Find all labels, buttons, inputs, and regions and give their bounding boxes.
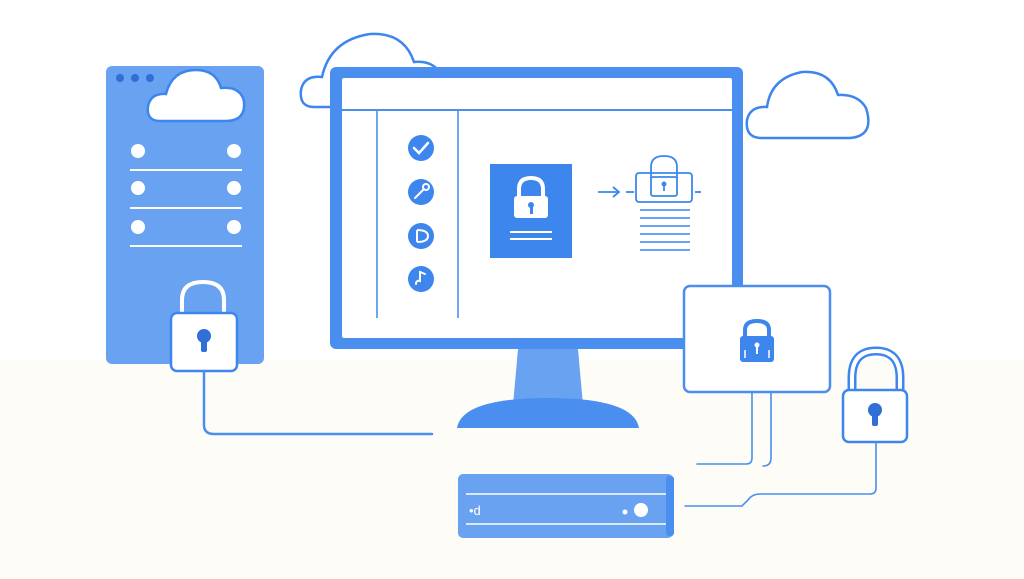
cloud-icon (745, 70, 870, 140)
cable (684, 441, 877, 507)
device-power-button (634, 503, 648, 517)
server-led (131, 74, 139, 82)
monitor-base (457, 398, 639, 428)
key-icon (408, 179, 434, 205)
refresh-icon (408, 223, 434, 249)
cable (696, 391, 753, 465)
server-tower (106, 66, 264, 364)
server-led (116, 74, 124, 82)
monitor-neck (513, 349, 583, 405)
note-icon (408, 266, 434, 292)
cable (202, 369, 434, 436)
server-led (146, 74, 154, 82)
device-led (622, 509, 628, 515)
network-device: •d (458, 474, 674, 538)
cloud-icon (146, 68, 246, 123)
encrypted-document (635, 155, 701, 251)
padlock-icon (169, 279, 239, 373)
check-icon (408, 135, 434, 161)
locked-document-panel (490, 164, 572, 258)
cable (762, 391, 772, 467)
server-rack-3 (130, 220, 242, 247)
server-body (106, 66, 264, 364)
secure-tablet (682, 284, 832, 394)
device-label: •d (469, 503, 481, 518)
server-rack-2 (130, 181, 242, 209)
padlock-icon (841, 346, 909, 444)
server-rack-1 (130, 144, 242, 171)
arrow-right-icon (598, 186, 634, 198)
monitor (299, 32, 743, 428)
